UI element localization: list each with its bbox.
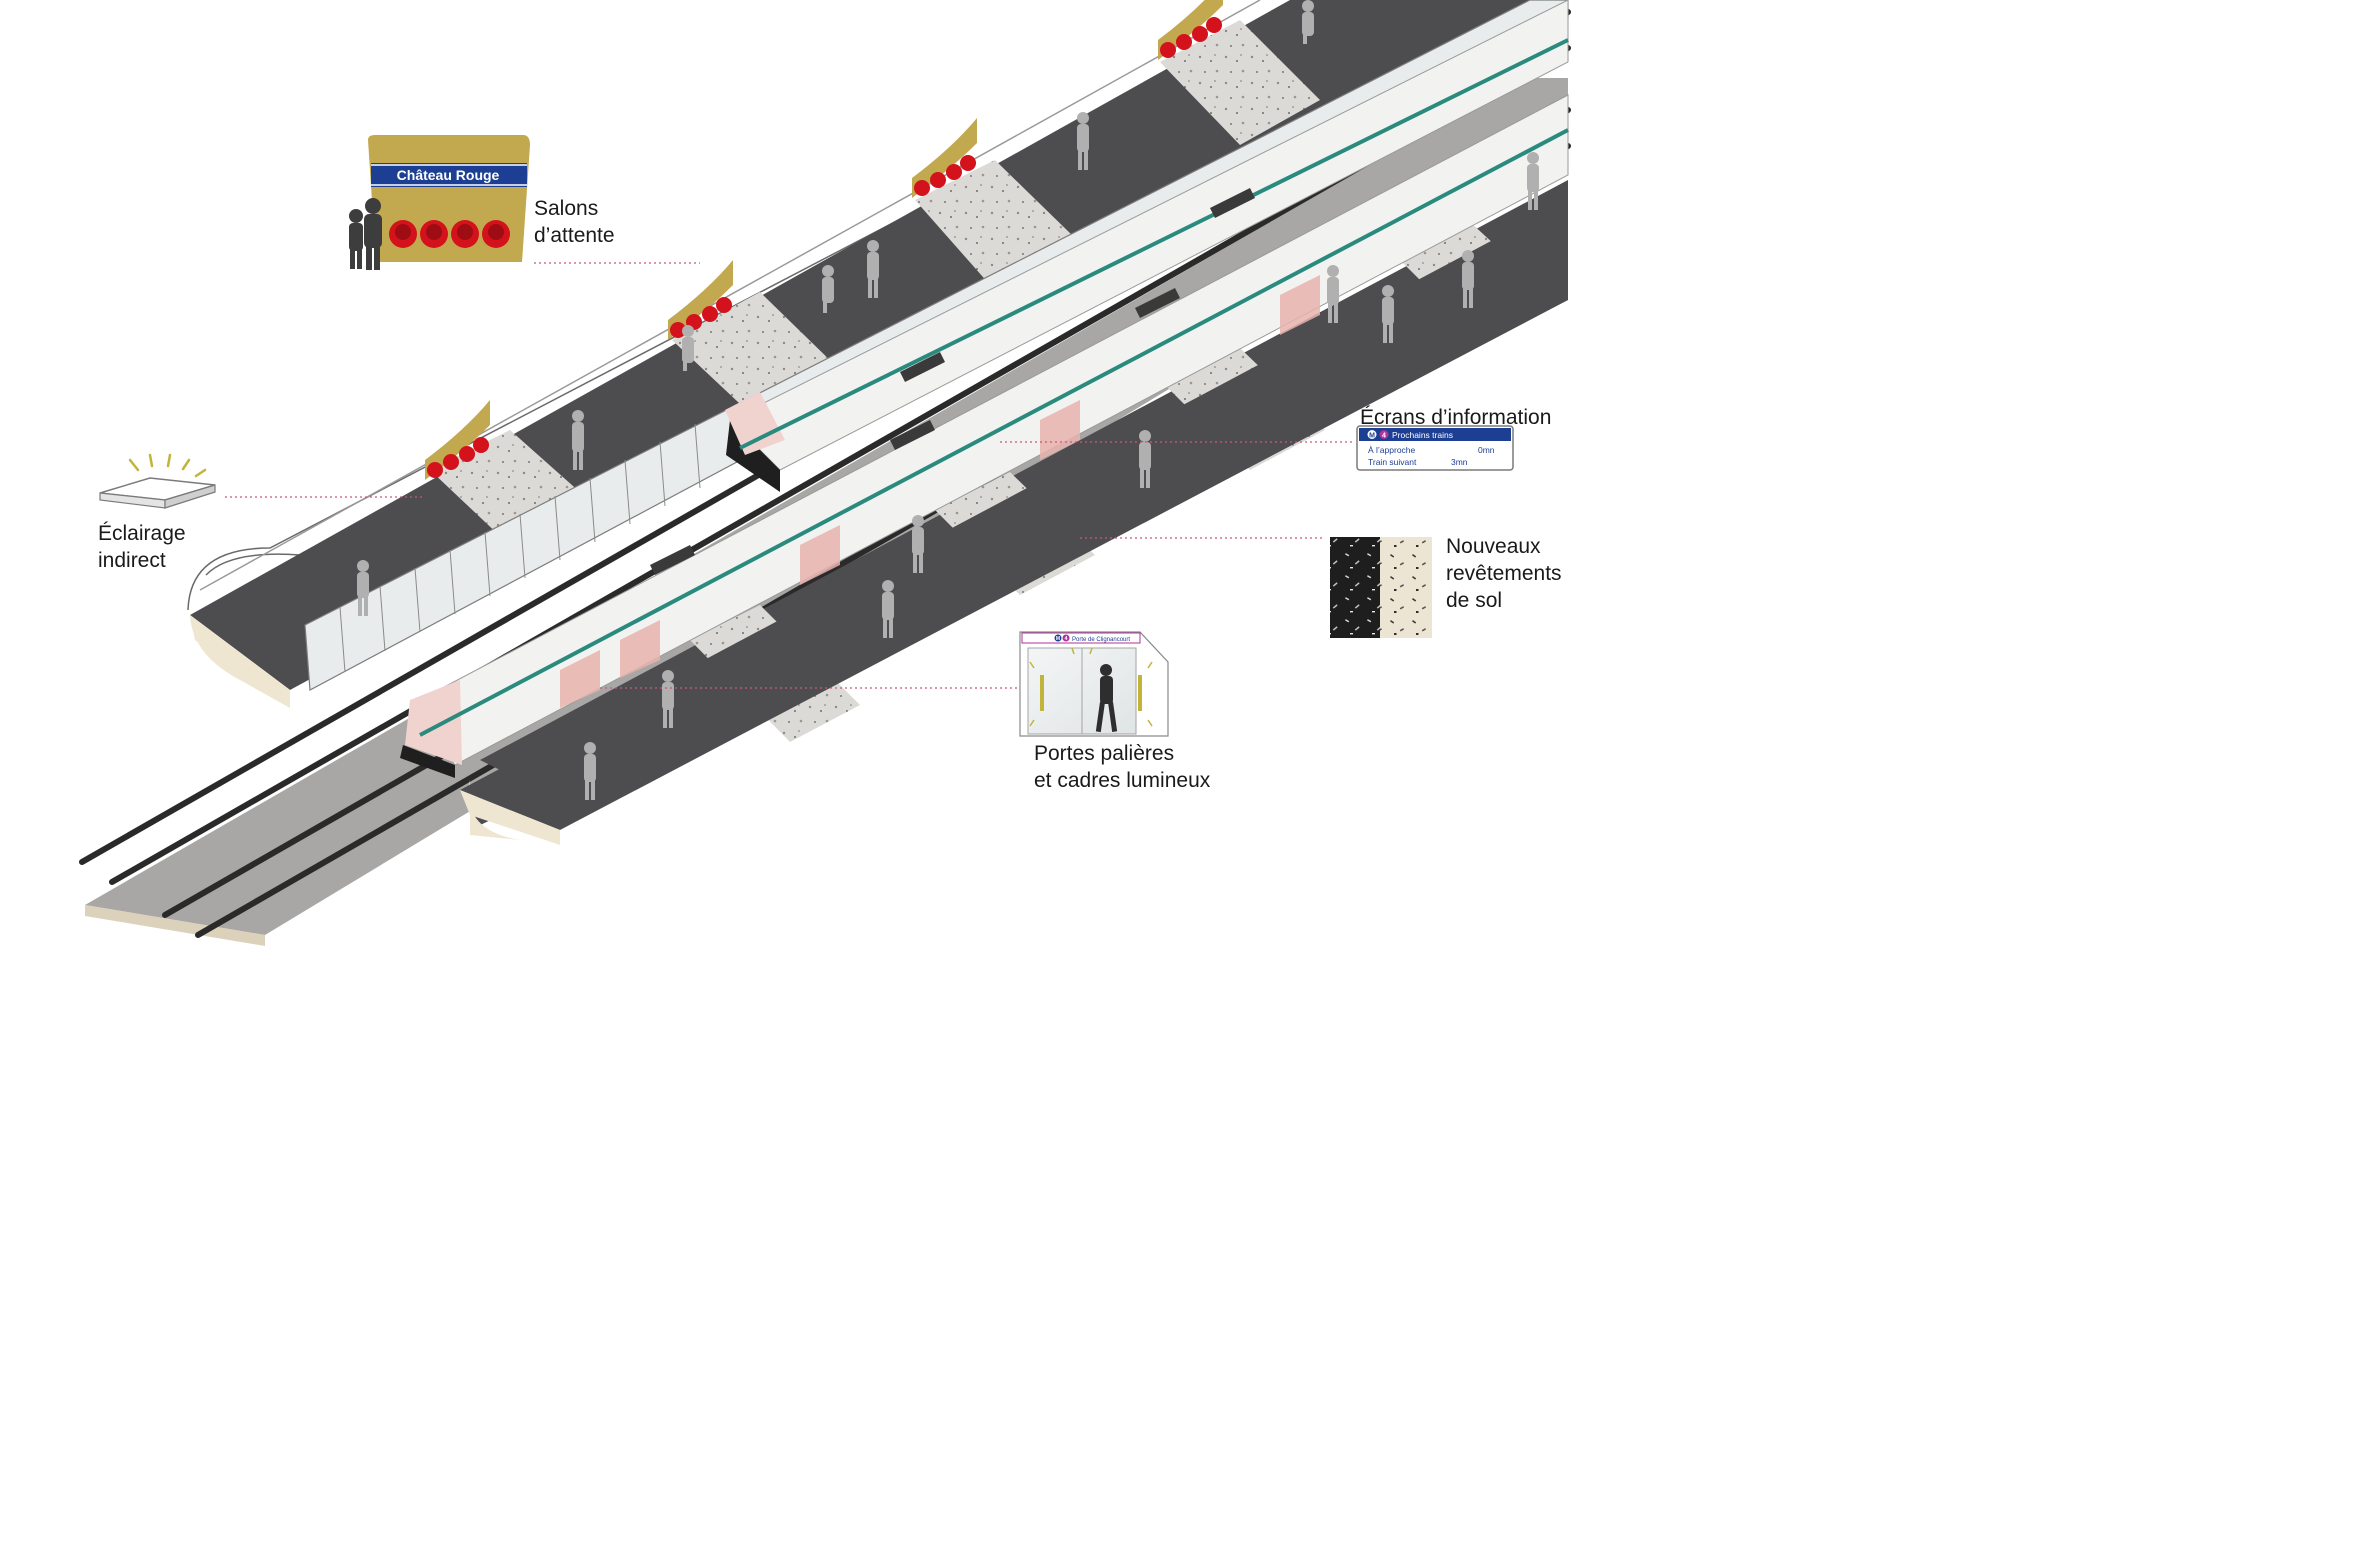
platform-doors-label-line-1: Portes palières bbox=[1034, 742, 1175, 765]
info-screen-header: Prochains trains bbox=[1392, 430, 1453, 440]
info-screen-row-1-label: À l’approche bbox=[1368, 445, 1416, 455]
indirect-lighting-label-line-1: Éclairage bbox=[98, 522, 186, 545]
waiting-lounges-label: Salons d’attente bbox=[534, 195, 615, 249]
floor-coverings-label-line-1: Nouveaux bbox=[1446, 535, 1541, 558]
indirect-lighting-label: Éclairage indirect bbox=[98, 520, 186, 574]
info-screens-label: Écrans d’information bbox=[1360, 404, 1551, 431]
door-sign-line-number: 4 bbox=[1065, 636, 1068, 642]
indirect-lighting-label-line-2: indirect bbox=[98, 549, 166, 572]
info-screen-row-1-time: 0mn bbox=[1478, 445, 1495, 455]
info-screen-row-2-label: Train suivant bbox=[1368, 457, 1417, 467]
info-screen-line-number: 4 bbox=[1382, 433, 1386, 440]
passengers bbox=[357, 0, 1539, 800]
floor-coverings-label-line-3: de sol bbox=[1446, 589, 1503, 612]
lounge-seat-pods bbox=[389, 220, 510, 248]
platform-door-illustration: M 4 Porte de Clignancourt bbox=[1019, 631, 1169, 737]
train-right-track bbox=[400, 94, 1569, 778]
info-screen-line-letter: M bbox=[1369, 433, 1375, 440]
door-sign-destination: Porte de Clignancourt bbox=[1072, 637, 1130, 643]
floor-coverings-label-line-2: revêtements bbox=[1446, 562, 1562, 585]
door-passenger-silhouette bbox=[1095, 664, 1118, 733]
station-sign-name: Château Rouge bbox=[397, 167, 500, 183]
leader-lines bbox=[225, 262, 1355, 689]
info-screen: M 4 Prochains trains À l’approche 0mn Tr… bbox=[1356, 425, 1514, 471]
station-sign-callout: Château Rouge bbox=[349, 135, 530, 270]
waiting-lounges-label-line-1: Salons bbox=[534, 197, 599, 220]
platform-doors-label-line-2: et cadres lumineux bbox=[1034, 769, 1211, 792]
indirect-lighting-icon bbox=[99, 453, 216, 509]
floor-tile-samples bbox=[1330, 537, 1432, 638]
door-sign-line-letter: M bbox=[1056, 636, 1060, 642]
waiting-people-silhouette bbox=[349, 198, 382, 270]
right-platform bbox=[460, 200, 1568, 845]
platform-doors-label: Portes palières et cadres lumineux bbox=[1034, 740, 1210, 794]
floor-coverings-label: Nouveaux revêtements de sol bbox=[1446, 533, 1562, 614]
train-left-track bbox=[725, 0, 1569, 492]
info-screens-label-text: Écrans d’information bbox=[1360, 406, 1552, 429]
waiting-lounges-label-line-2: d’attente bbox=[534, 224, 615, 247]
info-screen-row-2-time: 3mn bbox=[1451, 457, 1468, 467]
lounge-seats bbox=[425, 0, 1223, 480]
